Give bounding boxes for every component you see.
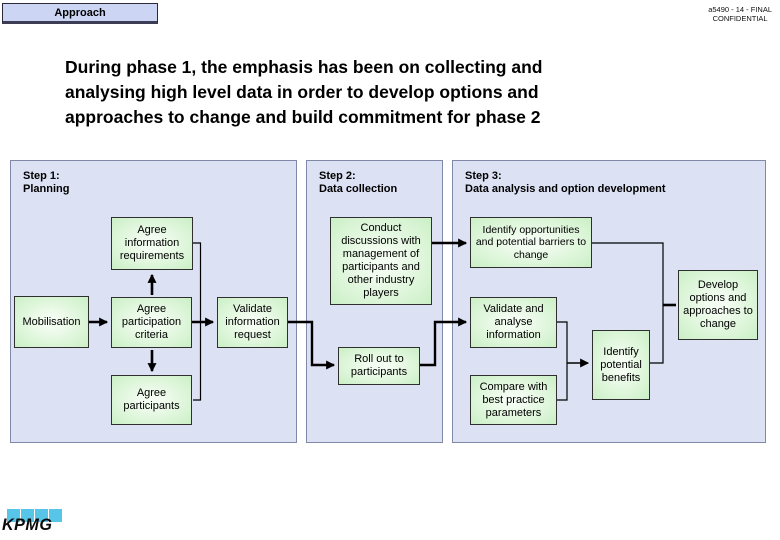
step-2-label: Step 2: <box>319 170 356 182</box>
step-3-label: Step 3: <box>465 170 502 182</box>
kpmg-logo-text: KPMG <box>2 515 53 534</box>
slide-title: During phase 1, the emphasis has been on… <box>65 55 645 130</box>
box-mobilisation: Mobilisation <box>14 296 89 348</box>
box-agree-information-requirements: Agree information requirements <box>111 217 193 270</box>
step-2-sublabel: Data collection <box>319 183 398 195</box>
confidential-label: CONFIDENTIAL <box>712 14 768 23</box>
box-agree-participants: Agree participants <box>111 375 192 425</box>
box-compare-best-practice: Compare with best practice parameters <box>470 375 557 425</box>
box-agree-participation-criteria: Agree participation criteria <box>111 297 192 348</box>
doc-reference: a5490 - 14 - FINAL CONFIDENTIAL <box>708 5 772 23</box>
box-validate-information-request: Validate information request <box>217 297 288 348</box>
title-line: approaches to change and build commitmen… <box>65 107 541 127</box>
step-1-label: Step 1: <box>23 170 60 182</box>
step-2-header: Step 2: Data collection <box>319 170 397 196</box>
doc-ref-code: a5490 - 14 - FINAL <box>708 5 772 14</box>
step-1-sublabel: Planning <box>23 183 70 195</box>
title-line: During phase 1, the emphasis has been on… <box>65 57 543 77</box>
box-roll-out-to-participants: Roll out to participants <box>338 347 420 385</box>
step-3-sublabel: Data analysis and option development <box>465 183 666 195</box>
box-develop-options: Develop options and approaches to change <box>678 270 758 340</box>
step-1-header: Step 1: Planning <box>23 170 69 196</box>
box-conduct-discussions: Conduct discussions with management of p… <box>330 217 432 305</box>
box-identify-potential-benefits: Identify potential benefits <box>592 330 650 400</box>
kpmg-logo: KPMG <box>2 508 72 538</box>
step-3-header: Step 3: Data analysis and option develop… <box>465 170 666 196</box>
box-validate-and-analyse: Validate and analyse information <box>470 297 557 348</box>
approach-button[interactable]: Approach <box>2 3 158 24</box>
title-line: analysing high level data in order to de… <box>65 82 539 102</box>
kpmg-squares-icon <box>7 509 62 522</box>
box-identify-opportunities: Identify opportunities and potential bar… <box>470 217 592 268</box>
